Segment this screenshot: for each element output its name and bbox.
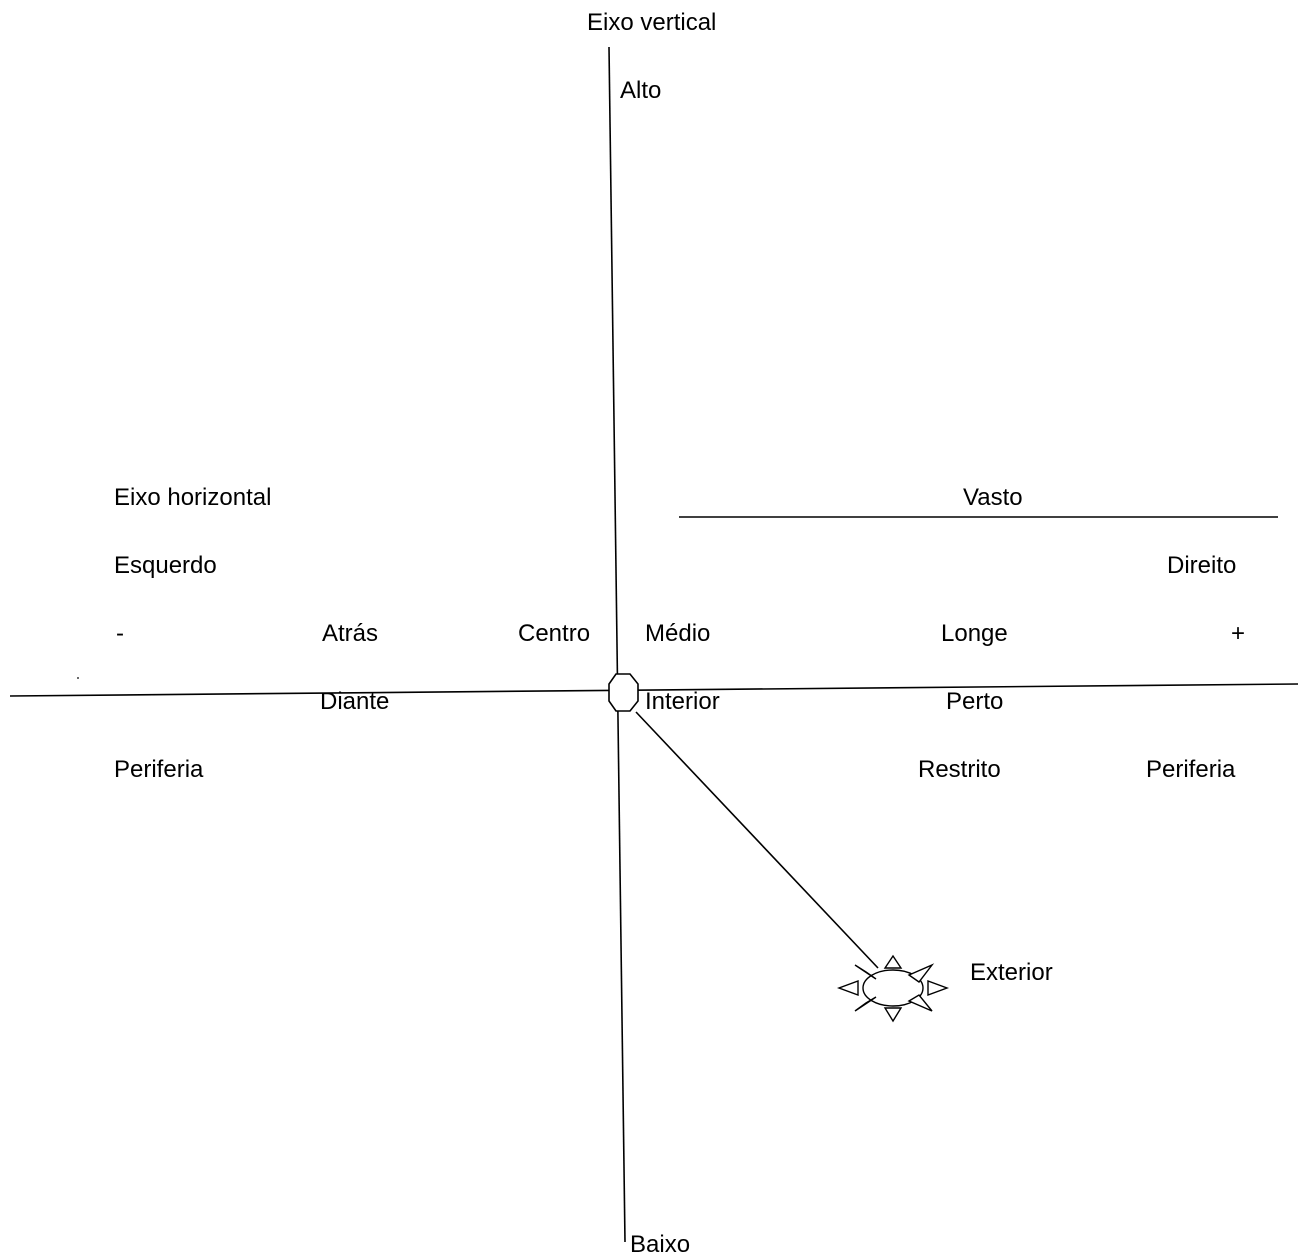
label-diante: Diante (320, 688, 390, 715)
horizontal-axis-title: Eixo horizontal (114, 484, 272, 511)
label-periferia-right: Periferia (1146, 756, 1236, 783)
label-centro: Centro (518, 620, 591, 647)
label-longe: Longe (941, 620, 1008, 647)
label-esquerdo: Esquerdo (114, 552, 217, 579)
label-perto: Perto (946, 688, 1004, 715)
octagon-icon (608, 673, 639, 712)
horizontal-axis-line (9, 683, 1298, 697)
label-atras: Atrás (322, 620, 379, 647)
vertical-axis-line (608, 46, 626, 1243)
label-minus: - (116, 620, 124, 647)
speck-dot (77, 677, 79, 679)
label-medio: Médio (645, 620, 711, 647)
label-direito: Direito (1167, 552, 1237, 579)
vertical-axis-title: Eixo vertical (587, 9, 717, 36)
label-restrito: Restrito (918, 756, 1001, 783)
label-plus: + (1231, 620, 1246, 647)
label-interior: Interior (645, 688, 720, 715)
exterior-connector-line (635, 711, 879, 969)
label-periferia-left: Periferia (114, 756, 204, 783)
label-baixo: Baixo (630, 1231, 691, 1258)
label-exterior: Exterior (970, 959, 1053, 986)
label-vasto: Vasto (963, 484, 1023, 511)
sun-icon (836, 954, 950, 1023)
label-alto: Alto (620, 77, 662, 104)
